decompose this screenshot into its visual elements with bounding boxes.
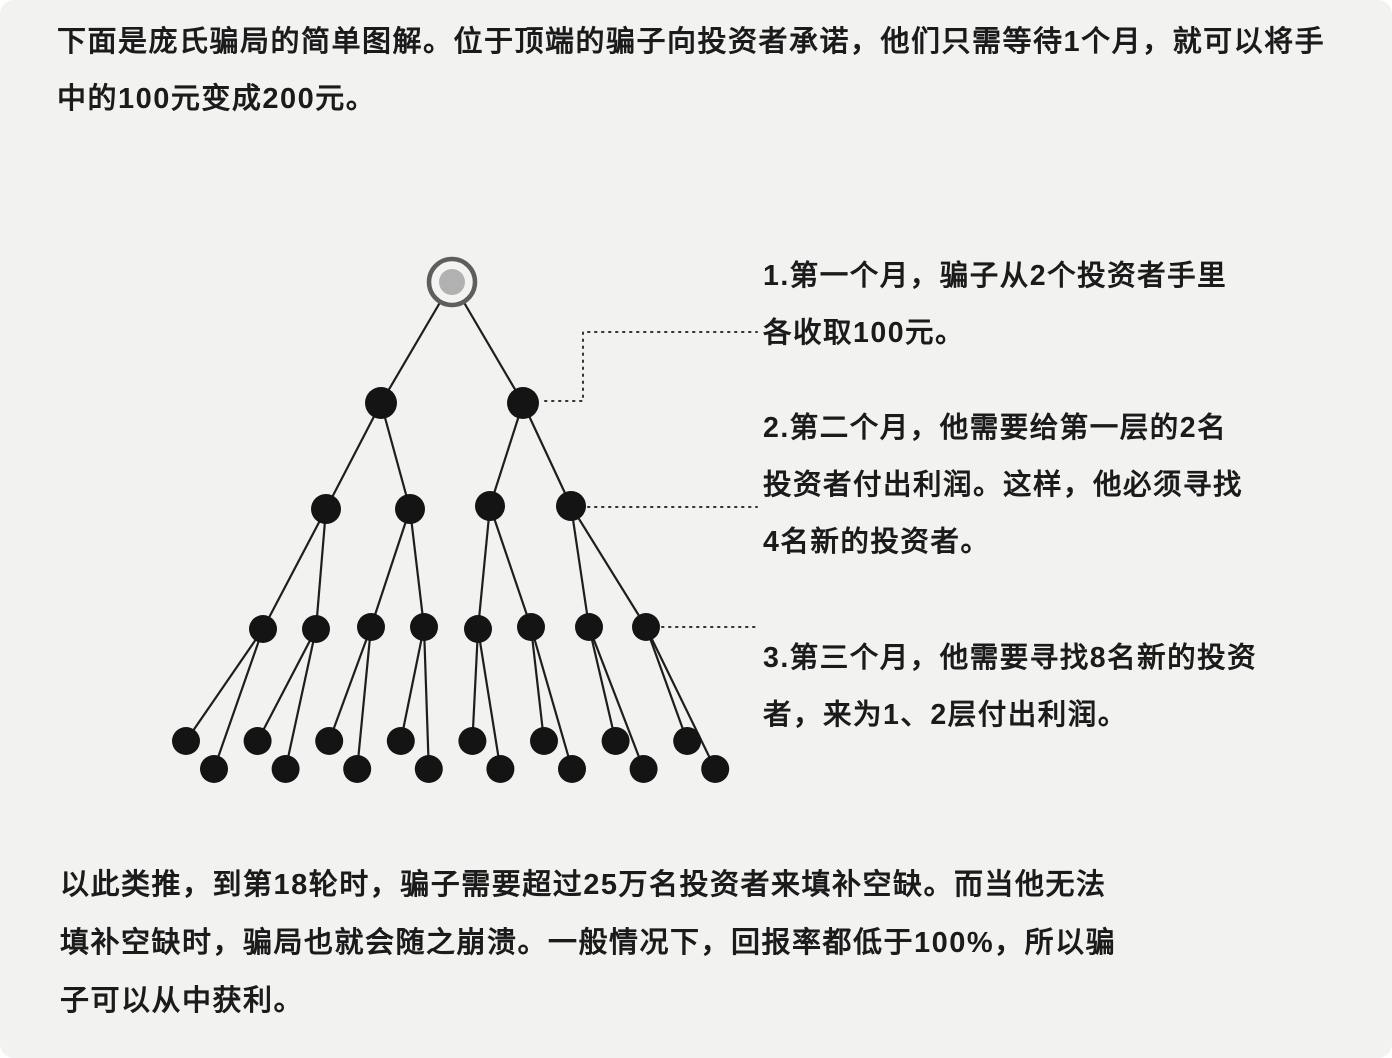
annotation-month-3: 3.第三个月，他需要寻找8名新的投资者，来为1、2层付出利润。 bbox=[763, 642, 1258, 731]
investor-node bbox=[629, 755, 658, 783]
investor-node bbox=[243, 727, 272, 755]
footer-text: 以此类推，到第18轮时，骗子需要超过25万名投资者来填补空缺。而当他无法填补空缺… bbox=[60, 869, 1117, 1017]
investor-node bbox=[486, 755, 515, 783]
investor-node bbox=[601, 727, 630, 755]
schemer-node bbox=[426, 256, 478, 308]
investor-node bbox=[343, 755, 372, 783]
pyramid-svg bbox=[172, 256, 758, 783]
investor-node bbox=[701, 755, 730, 783]
investor-node bbox=[632, 613, 660, 641]
investor-node bbox=[530, 727, 558, 755]
investor-node bbox=[365, 387, 397, 419]
intro-text: 下面是庞氏骗局的简单图解。位于顶端的骗子向投资者承诺，他们只需等待1个月，就可以… bbox=[57, 26, 1326, 115]
annotation-connector-1 bbox=[544, 331, 758, 402]
investor-node bbox=[315, 727, 344, 755]
investor-node bbox=[507, 387, 539, 419]
investor-node bbox=[475, 491, 505, 521]
annotation-month-1: 1.第一个月，骗子从2个投资者手里各收取100元。 bbox=[763, 260, 1228, 349]
investor-node bbox=[357, 613, 385, 641]
investor-node bbox=[249, 615, 277, 643]
investor-node bbox=[311, 494, 341, 524]
tree-edges bbox=[185, 281, 717, 770]
investor-node bbox=[414, 755, 443, 783]
investor-node bbox=[464, 615, 492, 643]
investor-node bbox=[517, 613, 545, 641]
investor-node bbox=[558, 755, 586, 783]
investor-node bbox=[395, 494, 425, 524]
investor-node bbox=[172, 727, 200, 755]
annotation-month-2: 2.第二个月，他需要给第一层的2名投资者付出利润。这样，他必须寻找4名新的投资者… bbox=[763, 412, 1244, 558]
investor-node bbox=[271, 755, 300, 783]
investor-node bbox=[673, 727, 702, 755]
investor-node bbox=[200, 755, 228, 783]
investor-node bbox=[556, 491, 586, 521]
investor-node bbox=[575, 613, 603, 641]
investor-node bbox=[386, 727, 415, 755]
investor-node bbox=[302, 615, 330, 643]
investor-node bbox=[458, 727, 487, 755]
investor-node bbox=[410, 613, 438, 641]
